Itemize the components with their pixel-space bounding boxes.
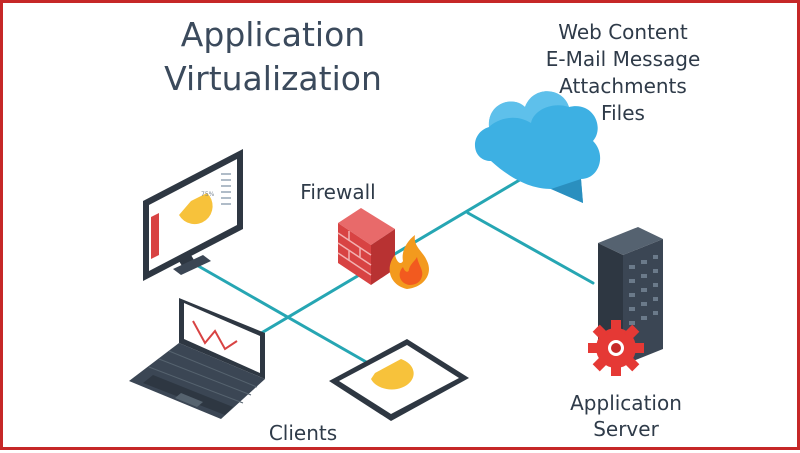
content-type-item: E-Mail Message: [545, 47, 701, 71]
title-line-1: Application: [180, 15, 366, 54]
content-type-item: Files: [601, 101, 645, 125]
title-line-2: Virtualization: [164, 59, 382, 98]
monitor-percent-label: 75%: [201, 191, 215, 198]
network-illustration: 75%: [129, 91, 663, 421]
tablet-pie-chart: [371, 359, 414, 390]
clients-label: Clients: [268, 421, 338, 445]
content-type-item: Attachments: [559, 74, 687, 98]
desktop-monitor-icon: 75%: [143, 149, 243, 281]
content-types-list: Web Content E-Mail Message Attachments F…: [523, 19, 723, 127]
laptop-icon: [129, 298, 265, 419]
flame-icon: [389, 235, 429, 289]
cloud-icon: [474, 91, 601, 203]
application-server-label: Application Server: [551, 390, 701, 442]
firewall-icon: [337, 208, 429, 289]
firewall-label: Firewall: [300, 180, 376, 204]
connector-monitor-to-tablet: [191, 261, 370, 365]
page-title: Application Virtualization: [153, 13, 393, 101]
monitor-pie-chart: [179, 193, 213, 225]
gear-icon: [588, 320, 644, 376]
tablet-icon: [329, 339, 469, 421]
content-type-item: Web Content: [558, 20, 688, 44]
server-label-line-2: Server: [593, 417, 659, 441]
connector-to-server: [466, 211, 595, 285]
server-label-line-1: Application: [570, 391, 682, 415]
